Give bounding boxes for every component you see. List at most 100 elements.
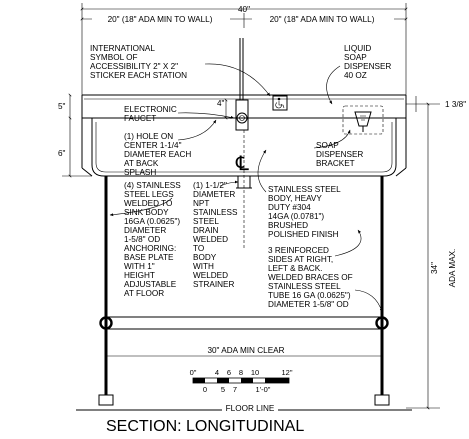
note-sides: 3 REINFORCED SIDES AT RIGHT, LEFT & BACK…: [268, 246, 353, 309]
note-line: INTERNATIONAL: [90, 44, 155, 53]
note-line: DISPENSER: [316, 150, 363, 159]
note-line: WELDED: [193, 235, 228, 244]
scale-top-tick-2: 6: [227, 368, 231, 377]
centerline-symbol: ℄: [235, 151, 249, 175]
left-vertical-dimensions: 5" 6": [58, 93, 92, 178]
note-line: ADJUSTABLE: [124, 280, 177, 289]
note-line: SYMBOL OF: [90, 53, 137, 62]
note-soap-dispenser: LIQUID SOAP DISPENSER 40 OZ: [344, 44, 391, 80]
note-faucet: ELECTRONIC FAUCET: [124, 105, 177, 123]
note-line: BASE PLATE: [124, 253, 174, 262]
backsplash-height-label: 5": [58, 102, 66, 111]
scale-top-tick-0: 0": [190, 368, 197, 377]
accessibility-symbol-icon: [272, 95, 288, 111]
note-line: (4) STAINLESS: [124, 181, 181, 190]
note-line: STAINLESS STEEL: [268, 282, 341, 291]
note-line: TO: [193, 244, 204, 253]
knee-clear-label: 30" ADA MIN CLEAR: [207, 346, 284, 355]
note-line: WELDED TO: [124, 199, 172, 208]
note-line: STRAINER: [193, 280, 234, 289]
note-line: BRUSHED: [268, 221, 308, 230]
note-line: SIDES AT RIGHT,: [268, 255, 333, 264]
scale-bottom-tick-0: 0: [203, 385, 207, 394]
electronic-faucet: [235, 38, 249, 131]
leader-lines: [109, 63, 383, 313]
note-line: WELDED: [193, 271, 228, 280]
note-line: TUBE 16 GA (0.0625"): [268, 291, 351, 300]
note-line: ACCESSIBILITY 2" X 2": [90, 62, 178, 71]
note-line: BODY, HEAVY: [268, 194, 322, 203]
soap-dispenser: [342, 105, 384, 135]
faucet-offset-label: 4": [217, 99, 225, 108]
note-line: SOAP: [344, 53, 367, 62]
note-line: DUTY #304: [268, 203, 311, 212]
centerline: ℄: [235, 130, 249, 250]
graphic-scale: 0" 4 6 8 10 12" 0 5 7 1'-0": [190, 368, 293, 394]
note-line: DIAMETER EACH: [124, 150, 191, 159]
right-half-label: 20" (18" ADA MIN TO WALL): [270, 15, 375, 24]
note-line: LIQUID: [344, 44, 371, 53]
legs: [98, 176, 390, 406]
note-line: (1) 1-1/2": [193, 181, 227, 190]
ada-height-label: 34": [430, 262, 439, 274]
note-line: WITH: [193, 262, 214, 271]
floor-line-label: FLOOR LINE: [226, 404, 275, 413]
note-line: 1-5/8" OD: [124, 235, 160, 244]
note-line: NPT: [193, 199, 209, 208]
scale-top-tick-5: 12": [281, 368, 292, 377]
cross-brace: [99, 316, 389, 330]
note-line: SOAP: [316, 141, 339, 150]
right-vertical-dimensions: 1 3/8" 34" ADA MAX.: [406, 96, 466, 410]
note-hole: (1) HOLE ON CENTER 1-1/4" DIAMETER EACH …: [124, 132, 191, 177]
note-line: CENTER 1-1/4": [124, 141, 182, 150]
note-line: LEFT & BACK.: [268, 264, 322, 273]
scale-top-tick-1: 4: [215, 368, 219, 377]
note-line: STICKER EACH STATION: [90, 71, 187, 80]
ada-max-label: ADA MAX.: [448, 249, 457, 288]
note-line: (1) HOLE ON: [124, 132, 173, 141]
note-line: 16GA (0.0625"): [124, 217, 180, 226]
note-line: 3 REINFORCED: [268, 246, 329, 255]
note-line: ELECTRONIC: [124, 105, 177, 114]
note-line: STAINLESS STEEL: [268, 185, 341, 194]
note-line: FAUCET: [124, 114, 156, 123]
note-line: 40 OZ: [344, 71, 367, 80]
note-line: POLISHED FINISH: [268, 230, 339, 239]
note-accessibility-symbol: INTERNATIONAL SYMBOL OF ACCESSIBILITY 2"…: [90, 44, 187, 80]
note-line: BRACKET: [316, 159, 355, 168]
floor-line: FLOOR LINE: [76, 403, 412, 413]
knee-clear-dimension: 30" ADA MIN CLEAR: [104, 345, 384, 358]
section-title: SECTION: LONGITUDINAL: [106, 418, 304, 435]
note-line: AT BACK: [124, 159, 159, 168]
scale-bottom-tick-2: 7: [233, 385, 237, 394]
left-half-label: 20" (18" ADA MIN TO WALL): [108, 15, 213, 24]
faucet-offset-dimension: 4": [217, 98, 228, 120]
bowl-depth-label: 6": [58, 149, 66, 158]
note-line: 14GA (0.0781"): [268, 212, 324, 221]
edge-height-label: 1 3/8": [445, 100, 466, 109]
note-drain: (1) 1-1/2" DIAMETER NPT STAINLESS STEEL …: [193, 181, 238, 289]
note-line: WITH 1": [124, 262, 155, 271]
scale-bottom-tick-1: 5: [221, 385, 225, 394]
note-line: SPLASH: [124, 168, 156, 177]
overall-width-label: 40": [238, 5, 250, 14]
note-body: STAINLESS STEEL BODY, HEAVY DUTY #304 14…: [268, 185, 341, 239]
note-line: DIAMETER 1-5/8" OD: [268, 300, 349, 309]
note-bracket: SOAP DISPENSER BRACKET: [316, 141, 363, 168]
note-line: STAINLESS: [193, 208, 238, 217]
scale-bottom-tick-3: 1'-0": [256, 385, 271, 394]
scale-top-tick-4: 10: [251, 368, 259, 377]
note-line: DRAIN: [193, 226, 219, 235]
note-line: BODY: [193, 253, 217, 262]
note-line: DISPENSER: [344, 62, 391, 71]
note-legs: (4) STAINLESS STEEL LEGS WELDED TO SINK …: [124, 181, 181, 298]
note-line: DIAMETER: [193, 190, 235, 199]
note-line: SINK BODY: [124, 208, 169, 217]
note-line: AT FLOOR: [124, 289, 164, 298]
note-line: HEIGHT: [124, 271, 155, 280]
scale-top-tick-3: 8: [239, 368, 243, 377]
note-line: STEEL LEGS: [124, 190, 174, 199]
note-line: ANCHORING:: [124, 244, 176, 253]
note-line: STEEL: [193, 217, 219, 226]
